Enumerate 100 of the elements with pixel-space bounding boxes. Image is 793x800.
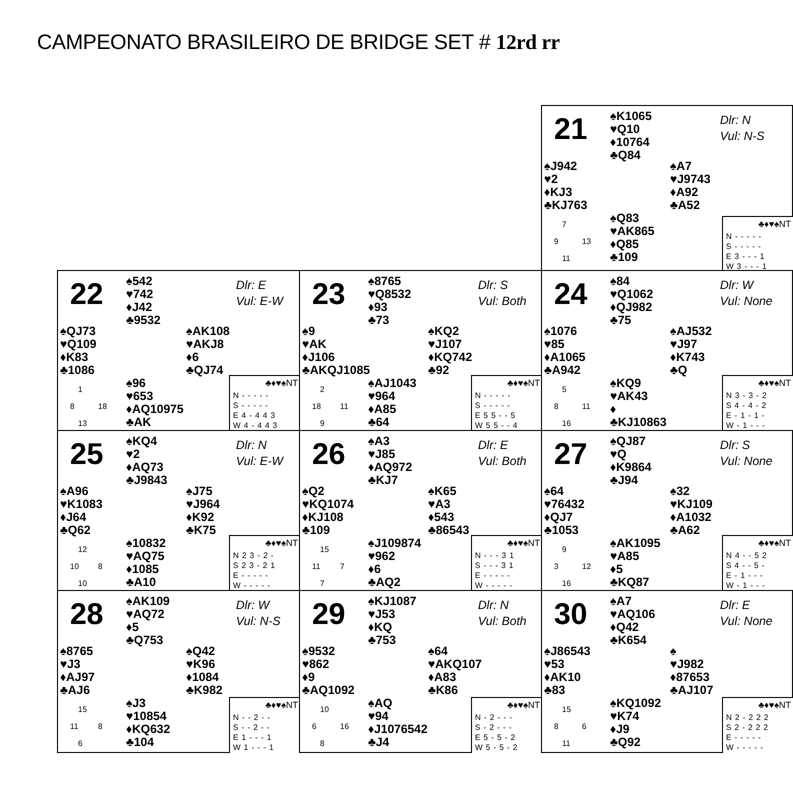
hand-holding: ♠8765 <box>368 275 402 288</box>
hand-holding: ♦ <box>610 403 616 416</box>
hand-holding: ♠A7 <box>670 160 692 173</box>
point-count: 13 <box>78 418 87 430</box>
hand-holding: ♠10832 <box>126 537 166 550</box>
point-count: 16 <box>562 418 571 430</box>
hand-holding: ♥AKQ107 <box>428 658 482 671</box>
table-header: ♣♦♥♠NT <box>265 538 298 548</box>
point-count: 6 <box>582 721 586 733</box>
point-count: 11 <box>70 721 78 733</box>
hand-holding: ♠9532 <box>302 645 336 658</box>
hand-holding: ♦A1032 <box>670 511 712 524</box>
point-count: 7 <box>340 561 344 573</box>
dealer-label: Dlr: E <box>720 599 750 612</box>
table-header: ♣♦♥♠NT <box>758 538 791 548</box>
table-header: ♣♦♥♠NT <box>265 700 298 710</box>
vulnerability-label: Vul: None <box>720 615 772 628</box>
dealer-label: Dlr: S <box>720 439 750 452</box>
hand-holding: ♣9532 <box>126 314 161 327</box>
hand-holding: ♣Q62 <box>60 524 91 537</box>
hand-holding: ♣AKQJ1085 <box>302 364 370 377</box>
table-row: W - - - - - <box>475 581 512 590</box>
hand-holding: ♠J86543 <box>544 645 590 658</box>
hand-holding: ♥KQ1074 <box>302 498 354 511</box>
table-row: N - - 2 - - <box>233 713 270 722</box>
hand-holding: ♠8765 <box>60 645 94 658</box>
table-header: ♣♦♥♠NT <box>507 378 540 388</box>
deal-panel <box>57 270 300 431</box>
point-count: 11 <box>582 401 590 413</box>
table-row: E 4 - 4 4 3 <box>233 411 275 420</box>
hand-holding: ♦AQ73 <box>126 461 164 474</box>
hand-holding: ♥10854 <box>126 710 166 723</box>
table-row: W - - - - - <box>726 743 763 752</box>
dealer-label: Dlr: W <box>236 599 270 612</box>
point-count: 8 <box>554 401 558 413</box>
dealer-label: Dlr: N <box>720 114 751 127</box>
hand-holding: ♠J109874 <box>368 537 422 550</box>
hand-holding: ♠K65 <box>428 485 456 498</box>
table-row: E 5 - 5 - 2 <box>475 733 516 742</box>
hand-holding: ♦KJ108 <box>302 511 344 524</box>
hand-holding: ♣AQ2 <box>368 576 401 589</box>
result-table <box>229 697 300 753</box>
point-count: 10 <box>70 561 79 573</box>
hand-holding: ♦A83 <box>428 671 456 684</box>
hand-holding: ♥J3 <box>60 658 80 671</box>
hand-holding: ♠K1065 <box>610 110 652 123</box>
board-number: 25 <box>70 439 104 471</box>
table-row: W 5 5 - - 4 <box>475 421 518 430</box>
hand-holding: ♥AQ106 <box>610 608 656 621</box>
hand-holding: ♣KJ763 <box>544 199 588 212</box>
hand-holding: ♠Q83 <box>610 212 640 225</box>
point-count: 18 <box>312 401 321 413</box>
hand-holding: ♦AQ10975 <box>126 403 184 416</box>
table-row: E - - - - - <box>233 571 268 580</box>
table-row: S - - - - - <box>475 401 510 410</box>
point-count: 12 <box>582 561 591 573</box>
table-row: N 2 - 2 2 2 <box>726 713 768 722</box>
vulnerability-label: Vul: E-W <box>236 295 284 308</box>
hand-holding: ♦K92 <box>186 511 214 524</box>
hand-holding: ♣KQ87 <box>610 576 650 589</box>
board-number: 22 <box>70 279 104 311</box>
hand-holding: ♣J4 <box>368 736 390 749</box>
hand-holding: ♥742 <box>126 288 154 301</box>
vulnerability-label: Vul: Both <box>478 455 526 468</box>
hand-holding: ♠AK1095 <box>610 537 660 550</box>
hand-holding: ♥Q1062 <box>610 288 654 301</box>
hand-holding: ♣A10 <box>126 576 156 589</box>
result-table <box>722 216 793 272</box>
point-count: 8 <box>98 561 102 573</box>
hand-holding: ♠A3 <box>368 435 390 448</box>
hand-holding: ♦QJ7 <box>544 511 573 524</box>
result-table <box>722 697 793 753</box>
hand-holding: ♠J942 <box>544 160 578 173</box>
point-count: 16 <box>562 578 571 590</box>
hand-holding: ♠KQ2 <box>428 325 460 338</box>
hand-holding: ♣109 <box>610 251 638 264</box>
vulnerability-label: Vul: Both <box>478 615 526 628</box>
hand-holding: ♣86543 <box>428 524 470 537</box>
hand-holding: ♦1084 <box>186 671 219 684</box>
hand-holding: ♣Q92 <box>610 736 641 749</box>
hand-holding: ♠AQ <box>368 697 392 710</box>
point-count: 11 <box>562 738 570 750</box>
hand-holding: ♥K74 <box>610 710 640 723</box>
hand-holding: ♥A85 <box>610 550 640 563</box>
board-number: 27 <box>554 439 588 471</box>
hand-holding: ♥K96 <box>186 658 216 671</box>
hand-holding: ♦J9 <box>610 723 630 736</box>
point-count: 9 <box>554 236 558 248</box>
hand-holding: ♦QJ982 <box>610 301 652 314</box>
point-count: 8 <box>70 401 74 413</box>
hand-holding: ♥85 <box>544 338 564 351</box>
hand-holding: ♣75 <box>610 314 632 327</box>
hand-holding: ♥653 <box>126 390 154 403</box>
point-count: 11 <box>562 253 570 265</box>
vulnerability-label: Vul: None <box>720 455 772 468</box>
point-count: 1 <box>78 384 82 396</box>
table-row: W - 1 - - - <box>726 421 765 430</box>
table-header: ♣♦♥♠NT <box>265 378 298 388</box>
deal-panel <box>541 105 793 272</box>
table-row: N - - - - - <box>726 232 762 241</box>
